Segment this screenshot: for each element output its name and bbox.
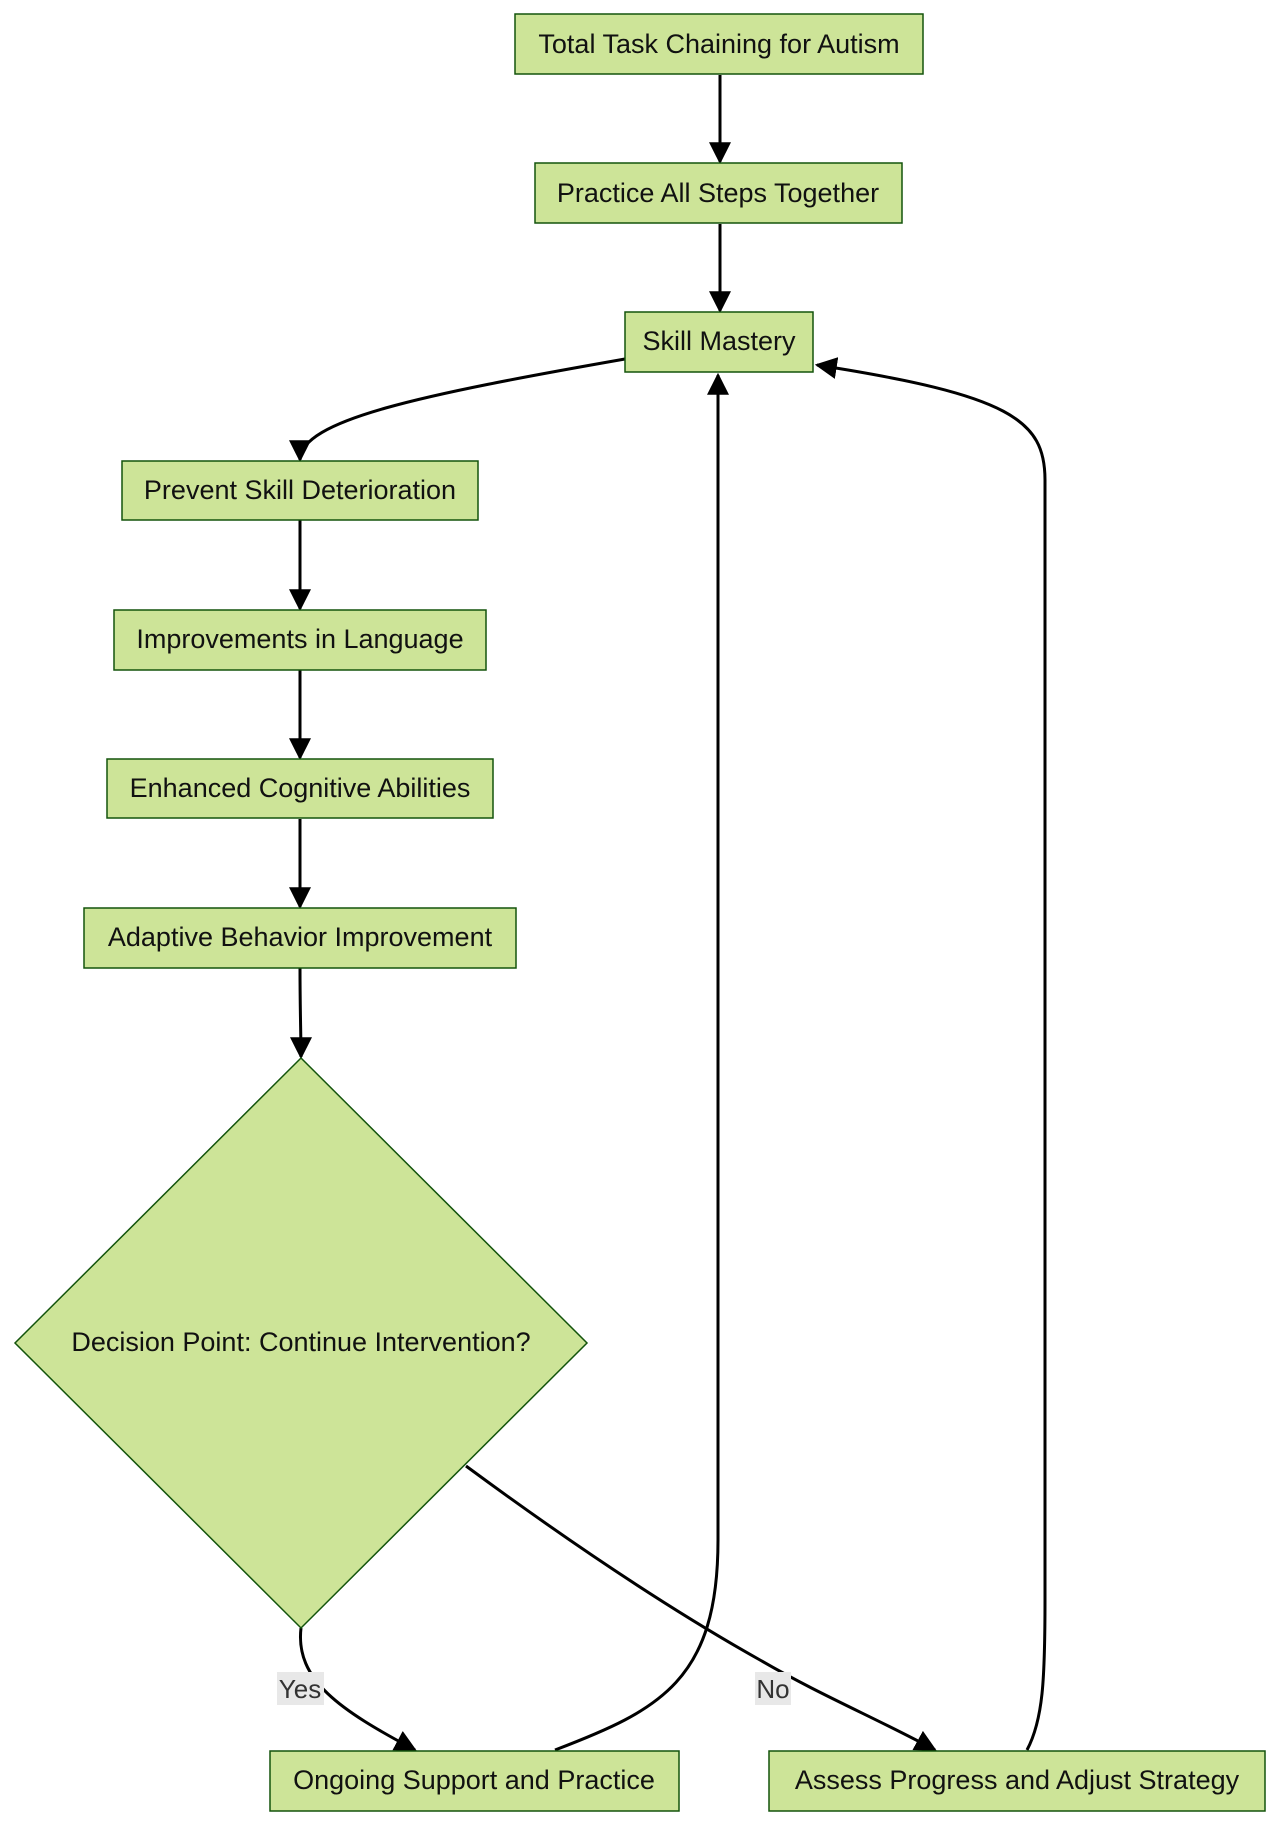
node-skill-mastery: Skill Mastery bbox=[624, 311, 814, 373]
node-practice-all-steps-box bbox=[534, 162, 903, 224]
node-prevent-deterioration-box bbox=[121, 460, 479, 521]
node-prevent-deterioration-label: Prevent Skill Deterioration bbox=[144, 475, 456, 505]
node-practice-all-steps: Practice All Steps Together bbox=[534, 162, 903, 224]
edge-decision-no-to-assess bbox=[465, 1464, 937, 1752]
nodes: Total Task Chaining for Autism Practice … bbox=[13, 13, 1266, 1812]
node-decision-point-diamond bbox=[13, 1056, 589, 1630]
edges bbox=[289, 75, 1047, 1752]
edge-decision-yes-to-ongoing bbox=[298, 1627, 417, 1752]
node-improvements-language-box bbox=[113, 609, 487, 671]
edge-label-yes: Yes bbox=[279, 1674, 321, 1704]
node-skill-mastery-box bbox=[624, 311, 814, 373]
edge-adaptive-to-decision bbox=[289, 967, 312, 1060]
node-improvements-language-label: Improvements in Language bbox=[136, 624, 463, 654]
node-ongoing-support: Ongoing Support and Practice bbox=[269, 1750, 680, 1812]
edge-mastery-to-prevent bbox=[289, 357, 626, 463]
node-adaptive-behavior-box bbox=[83, 907, 517, 969]
node-improvements-language: Improvements in Language bbox=[113, 609, 487, 671]
node-enhanced-cognitive-box bbox=[106, 758, 494, 819]
edge-label-yes-bg bbox=[277, 1672, 324, 1705]
node-ongoing-support-label: Ongoing Support and Practice bbox=[293, 1765, 655, 1795]
node-skill-mastery-label: Skill Mastery bbox=[642, 326, 796, 356]
node-assess-progress-label: Assess Progress and Adjust Strategy bbox=[795, 1765, 1240, 1795]
node-total-task-chaining-box bbox=[514, 13, 924, 75]
node-decision-point-label: Decision Point: Continue Intervention? bbox=[71, 1327, 530, 1357]
edge-assess-to-mastery bbox=[814, 357, 1047, 1751]
edge-label-no-bg bbox=[755, 1672, 791, 1705]
edge-labels: Yes No bbox=[277, 1672, 791, 1705]
node-adaptive-behavior: Adaptive Behavior Improvement bbox=[83, 907, 517, 969]
node-prevent-deterioration: Prevent Skill Deterioration bbox=[121, 460, 479, 521]
node-enhanced-cognitive-label: Enhanced Cognitive Abilities bbox=[130, 773, 471, 803]
node-adaptive-behavior-label: Adaptive Behavior Improvement bbox=[108, 922, 493, 952]
node-enhanced-cognitive: Enhanced Cognitive Abilities bbox=[106, 758, 494, 819]
node-practice-all-steps-label: Practice All Steps Together bbox=[557, 178, 879, 208]
node-ongoing-support-box bbox=[269, 1750, 680, 1812]
edge-ongoing-to-mastery bbox=[554, 372, 729, 1752]
node-assess-progress-box bbox=[768, 1750, 1266, 1812]
node-assess-progress: Assess Progress and Adjust Strategy bbox=[768, 1750, 1266, 1812]
node-total-task-chaining: Total Task Chaining for Autism bbox=[514, 13, 924, 75]
node-total-task-chaining-label: Total Task Chaining for Autism bbox=[538, 29, 899, 59]
edge-label-no: No bbox=[756, 1674, 789, 1704]
node-decision-point: Decision Point: Continue Intervention? bbox=[13, 1056, 589, 1630]
